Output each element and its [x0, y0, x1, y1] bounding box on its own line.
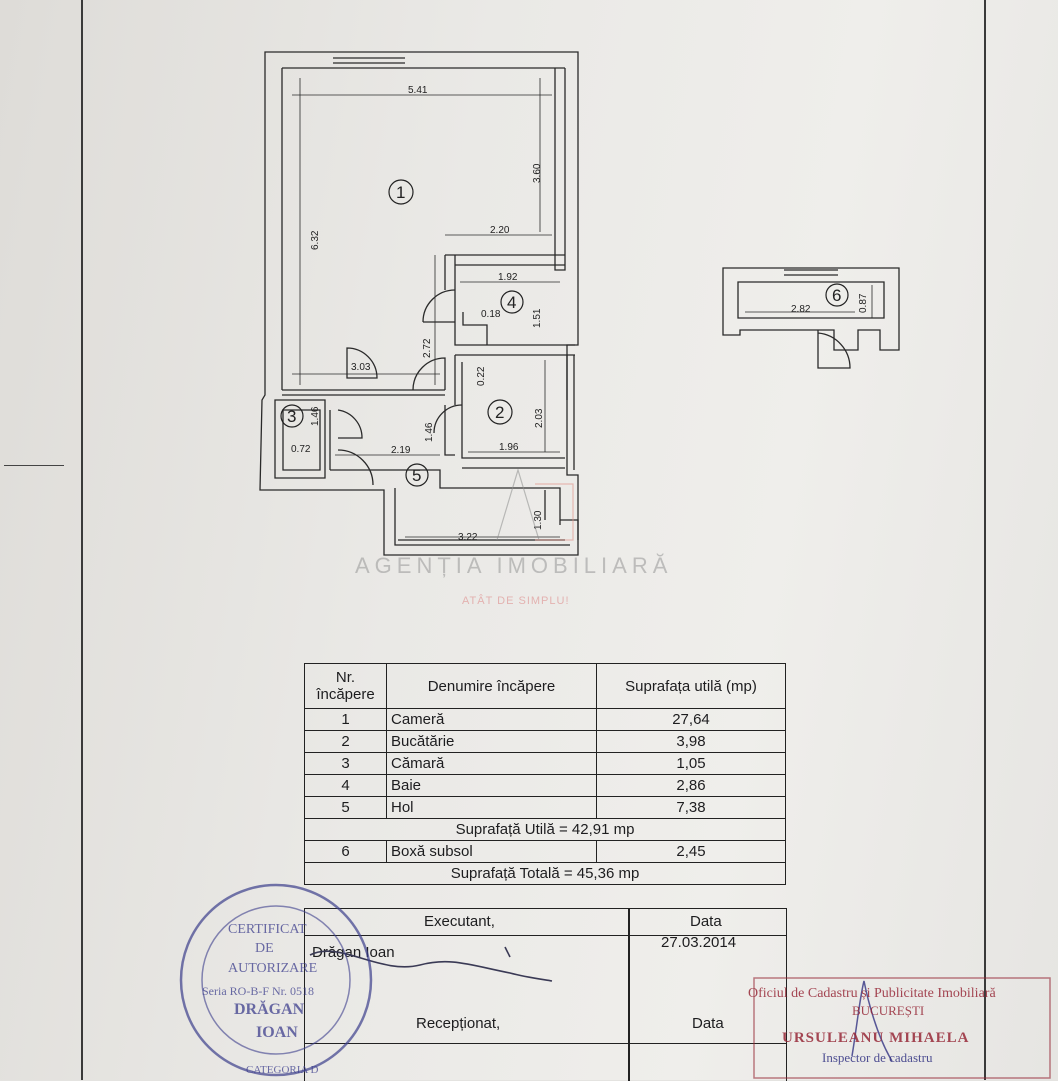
- table-header-row: Nr. încăpere Denumire încăpere Suprafața…: [304, 663, 786, 709]
- stamp-de: DE: [255, 941, 274, 956]
- cell-name: Boxă subsol: [386, 840, 597, 863]
- cell-nr: 6: [304, 840, 387, 863]
- table-row: 1 Cameră 27,64: [304, 708, 786, 731]
- margin-mark: [4, 465, 64, 466]
- dim-label: 2.20: [490, 225, 510, 236]
- useful-total-row: Suprafață Utilă = 42,91 mp: [304, 818, 786, 841]
- table-row: 2 Bucătărie 3,98: [304, 730, 786, 753]
- cell-area: 1,05: [596, 752, 786, 775]
- stamp-seria: Seria RO-B-F Nr. 0518: [202, 984, 314, 998]
- stamp-categoria: CATEGORIA D: [246, 1064, 319, 1076]
- execution-table: [304, 908, 787, 1081]
- dim-label: 1.51: [532, 308, 543, 328]
- header-area: Suprafața utilă (mp): [596, 663, 786, 709]
- stamp-dragan: DRĂGAN: [234, 1001, 305, 1018]
- room-label-6: 6: [832, 286, 841, 305]
- grand-total-row: Suprafață Totală = 45,36 mp: [304, 862, 786, 885]
- cell-name: Bucătărie: [386, 730, 597, 753]
- room-label-4: 4: [507, 293, 516, 312]
- dim-label: 1.46: [310, 406, 321, 426]
- cell-area: 7,38: [596, 796, 786, 819]
- ocpi-stamp: [753, 977, 1051, 1079]
- table-row: 5 Hol 7,38: [304, 796, 786, 819]
- room-label-2: 2: [495, 403, 504, 422]
- room-label-5: 5: [412, 466, 421, 485]
- authorization-stamp: [179, 883, 373, 1077]
- cell-nr: 4: [304, 774, 387, 797]
- dim-label: 3.22: [458, 532, 478, 543]
- cell-area: 27,64: [596, 708, 786, 731]
- executant-label: Executant,: [424, 913, 495, 930]
- dim-label: 2.72: [422, 338, 433, 358]
- signature-executant: [309, 946, 553, 982]
- ocpi-role: Inspector de cadastru: [822, 1050, 933, 1065]
- dim-label: 5.41: [408, 85, 428, 96]
- floor-plan: 1 4 2 3 5 6 5.41 3.60 6.32 2.20 1.92 0.1…: [259, 51, 900, 556]
- cell-nr: 3: [304, 752, 387, 775]
- room-label-1: 1: [396, 183, 405, 202]
- page-frame-left: [81, 0, 83, 1080]
- date-value: 27.03.2014: [661, 934, 737, 951]
- dim-label: 0.72: [291, 444, 311, 455]
- dim-label: 1.92: [498, 272, 518, 283]
- stamp-certificat: CERTIFICAT: [228, 922, 307, 937]
- dim-label: 1.96: [499, 442, 519, 453]
- dim-label: 1.46: [424, 422, 435, 442]
- stamp-ioan: IOAN: [256, 1024, 298, 1041]
- cell-nr: 1: [304, 708, 387, 731]
- cell-name: Cameră: [386, 708, 597, 731]
- dim-label: 6.32: [310, 230, 321, 250]
- cell-nr: 2: [304, 730, 387, 753]
- dim-label: 2.82: [791, 304, 811, 315]
- ocpi-city: BUCUREȘTI: [852, 1003, 925, 1018]
- page-frame-right: [984, 0, 986, 1080]
- dim-label: 1.30: [533, 510, 544, 530]
- cell-area: 2,45: [596, 840, 786, 863]
- dim-label: 3.03: [351, 362, 371, 373]
- cell-name: Cămară: [386, 752, 597, 775]
- table-row: 6 Boxă subsol 2,45: [304, 840, 786, 863]
- grand-total: Suprafață Totală = 45,36 mp: [304, 862, 786, 885]
- received-label: Recepționat,: [416, 1015, 501, 1032]
- cell-name: Baie: [386, 774, 597, 797]
- header-name: Denumire încăpere: [386, 663, 597, 709]
- watermark-title: AGENȚIA IMOBILIARĂ: [355, 553, 673, 578]
- dim-label: 0.18: [481, 309, 501, 320]
- dim-label: 0.22: [476, 366, 487, 386]
- ocpi-office: Oficiul de Cadastru și Publicitate Imobi…: [748, 986, 996, 1001]
- cell-area: 2,86: [596, 774, 786, 797]
- received-date-label: Data: [692, 1015, 724, 1032]
- dim-label: 2.19: [391, 445, 411, 456]
- header-nr: Nr. încăpere: [304, 663, 387, 709]
- executant-name: Drăgan Ioan: [312, 944, 395, 961]
- table-row: 3 Cămară 1,05: [304, 752, 786, 775]
- stamp-autorizare: AUTORIZARE: [228, 961, 318, 976]
- room-label-3: 3: [287, 407, 296, 426]
- exec-column-divider: [628, 909, 630, 1081]
- rooms-table: Nr. încăpere Denumire încăpere Suprafața…: [304, 663, 786, 885]
- table-row: 4 Baie 2,86: [304, 774, 786, 797]
- cell-name: Hol: [386, 796, 597, 819]
- dim-label: 3.60: [532, 163, 543, 183]
- dim-label: 2.03: [534, 408, 545, 428]
- cell-area: 3,98: [596, 730, 786, 753]
- exec-header-row: [305, 909, 786, 936]
- received-header-row: [305, 1013, 786, 1044]
- useful-total: Suprafață Utilă = 42,91 mp: [304, 818, 786, 841]
- cell-nr: 5: [304, 796, 387, 819]
- watermark-slogan: ATÂT DE SIMPLU!: [462, 595, 570, 607]
- ocpi-name: URSULEANU MIHAELA: [782, 1030, 970, 1046]
- dim-label: 0.87: [858, 293, 869, 313]
- date-label: Data: [690, 913, 722, 930]
